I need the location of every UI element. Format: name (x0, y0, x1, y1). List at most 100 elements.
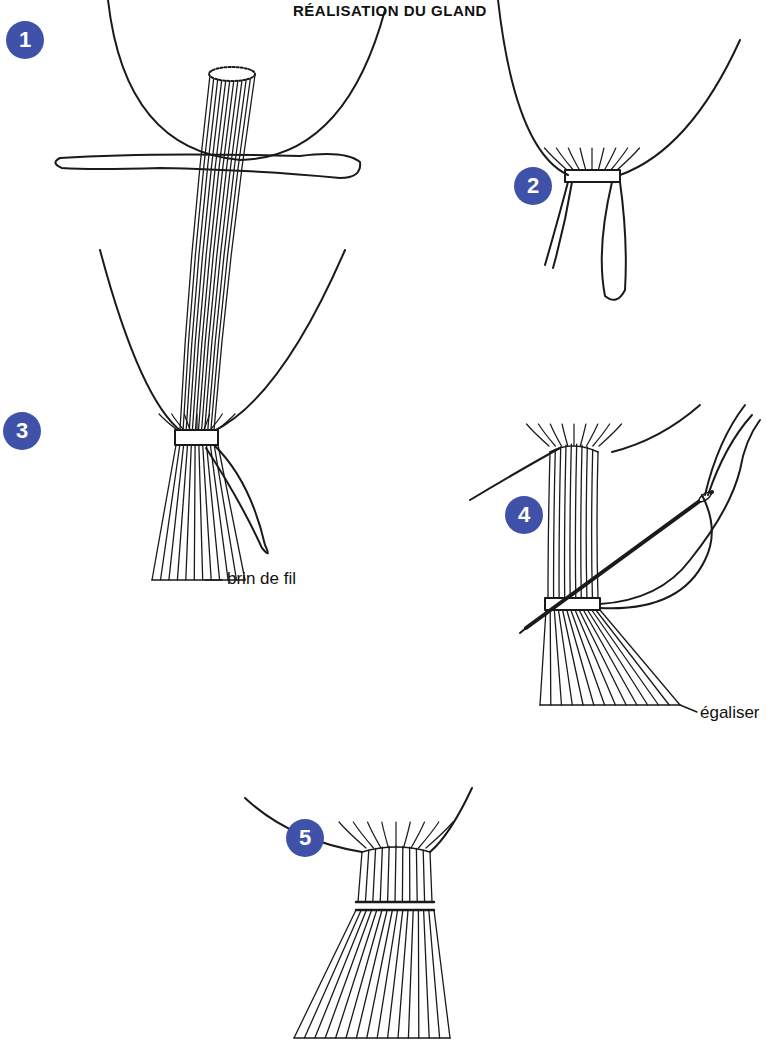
hanging-thread (620, 40, 740, 175)
strand (591, 148, 592, 170)
strand (540, 610, 546, 705)
strand (358, 852, 362, 902)
strand (581, 445, 582, 598)
callout-text: 1 (19, 27, 31, 53)
strand (579, 610, 626, 705)
sewing-thread (600, 495, 712, 608)
tie-thread-loop (206, 445, 268, 553)
strand (194, 445, 196, 580)
strand (568, 148, 579, 170)
strand (548, 452, 550, 598)
callout-number: 1 (6, 21, 44, 59)
strand (571, 610, 605, 705)
strand (538, 424, 555, 446)
callout-number: 3 (3, 412, 41, 450)
hanging-thread (100, 250, 182, 432)
strand (592, 449, 593, 598)
strand (556, 148, 573, 170)
strand (204, 414, 210, 430)
strand (395, 846, 396, 902)
strand (416, 849, 418, 903)
part-label: brin de fil (227, 569, 296, 589)
strand (294, 1037, 450, 1039)
hanging-thread (470, 448, 560, 500)
strand (430, 852, 432, 902)
strand (567, 610, 594, 705)
strand (388, 846, 390, 902)
strand (315, 910, 367, 1038)
strand (565, 445, 566, 598)
strand (203, 445, 212, 580)
part-label: égaliser (700, 703, 760, 723)
strand (593, 424, 610, 446)
strand (367, 910, 393, 1038)
strand (540, 704, 680, 706)
strand (596, 610, 669, 705)
strand (169, 445, 184, 580)
strand (373, 849, 376, 903)
strand (429, 910, 440, 1038)
strand (199, 445, 203, 580)
callout-number: 4 (505, 496, 543, 534)
strand (339, 822, 366, 848)
strand (586, 447, 587, 598)
strand (418, 910, 420, 1038)
strand (365, 850, 368, 902)
strand (580, 148, 586, 170)
strand (184, 414, 190, 430)
strand (402, 846, 404, 902)
strand (573, 424, 574, 446)
strand (588, 610, 648, 705)
strand (598, 148, 604, 170)
strand (562, 424, 568, 446)
callout-text: 5 (299, 825, 311, 851)
strand (434, 910, 450, 1038)
strand (409, 847, 410, 902)
strand (559, 447, 561, 598)
strand (408, 910, 413, 1038)
tassel-head (527, 424, 681, 705)
finished-tassel (294, 822, 453, 1038)
hanging-thread (245, 798, 362, 852)
strand (599, 424, 622, 446)
needle (526, 492, 712, 628)
strand (382, 822, 389, 848)
strand (575, 444, 576, 598)
callout-text: 2 (527, 173, 539, 199)
tie-thread-loop (602, 182, 626, 300)
hanging-thread (430, 788, 472, 852)
strand (575, 610, 615, 705)
strand (196, 414, 197, 430)
hanging-thread (612, 405, 700, 452)
strand (356, 910, 387, 1038)
strand (377, 910, 397, 1038)
needle-tip (520, 628, 526, 633)
strand (368, 822, 382, 848)
strand (554, 449, 556, 598)
callout-text: 4 (518, 502, 530, 528)
strand (404, 822, 411, 848)
gathered-strands (545, 148, 640, 170)
strand (380, 847, 382, 902)
strand (550, 446, 598, 452)
strand (611, 148, 628, 170)
cut-ends (209, 67, 255, 81)
strand (214, 75, 255, 430)
strand (570, 444, 571, 598)
strand (398, 910, 408, 1038)
wrap-thread (356, 902, 434, 910)
strand (353, 822, 373, 848)
sewing-thread (600, 420, 760, 604)
callout-number: 2 (514, 167, 552, 205)
strand (617, 148, 640, 170)
gathered-knot (565, 170, 620, 182)
strand (294, 910, 356, 1038)
callout-number: 5 (286, 819, 324, 857)
strand (583, 610, 637, 705)
strand (161, 445, 180, 580)
strand (419, 822, 439, 848)
callout-text: 3 (16, 418, 28, 444)
title: RÉALISATION DU GLAND (293, 2, 487, 19)
strand (159, 414, 177, 430)
